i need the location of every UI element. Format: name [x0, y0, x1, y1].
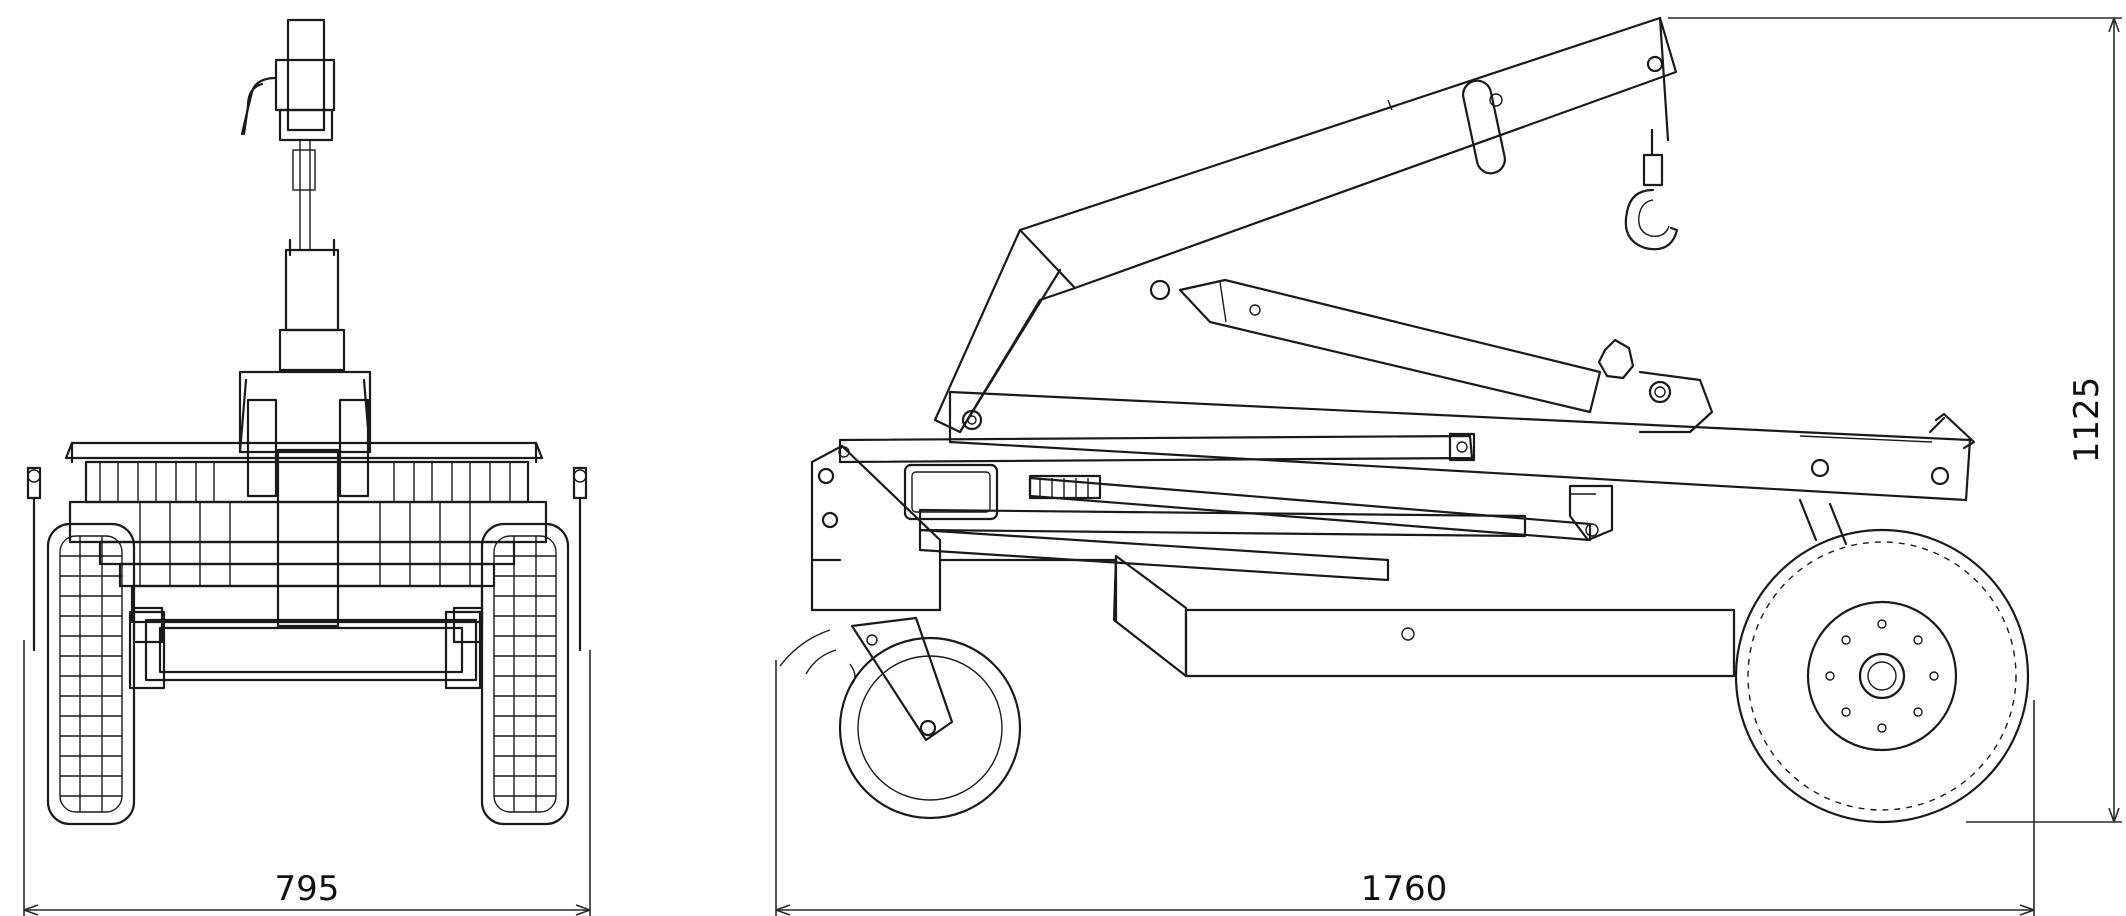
front-side-clamps [26, 466, 588, 652]
side-front-caster [779, 616, 1022, 820]
side-view [779, 16, 2030, 824]
front-mast-head [240, 18, 336, 250]
height-label: 1125 [2067, 377, 2107, 464]
side-hydraulic-cylinder [1149, 278, 1714, 434]
front-width-dimension [23, 640, 591, 916]
height-dimension [1668, 17, 2122, 823]
front-right-wheel [452, 522, 570, 826]
front-view [26, 18, 588, 826]
side-rear-wheel [1734, 498, 2030, 824]
front-cross-arm [64, 370, 544, 498]
side-length-label: 1760 [1361, 869, 1448, 909]
front-mast-column [278, 238, 346, 372]
front-width-label: 795 [275, 869, 340, 909]
front-base-frame [128, 610, 482, 690]
side-lower-struts [918, 474, 1614, 582]
front-left-wheel [46, 522, 164, 826]
side-jib [933, 16, 1679, 434]
side-lower-arm [948, 390, 1976, 502]
front-central-post [276, 448, 340, 628]
side-length-dimension [775, 660, 2035, 916]
side-base-beam [938, 554, 1736, 678]
front-upper-frame [68, 460, 548, 624]
side-tie-rod [838, 432, 1476, 464]
side-chassis-column [810, 444, 999, 612]
